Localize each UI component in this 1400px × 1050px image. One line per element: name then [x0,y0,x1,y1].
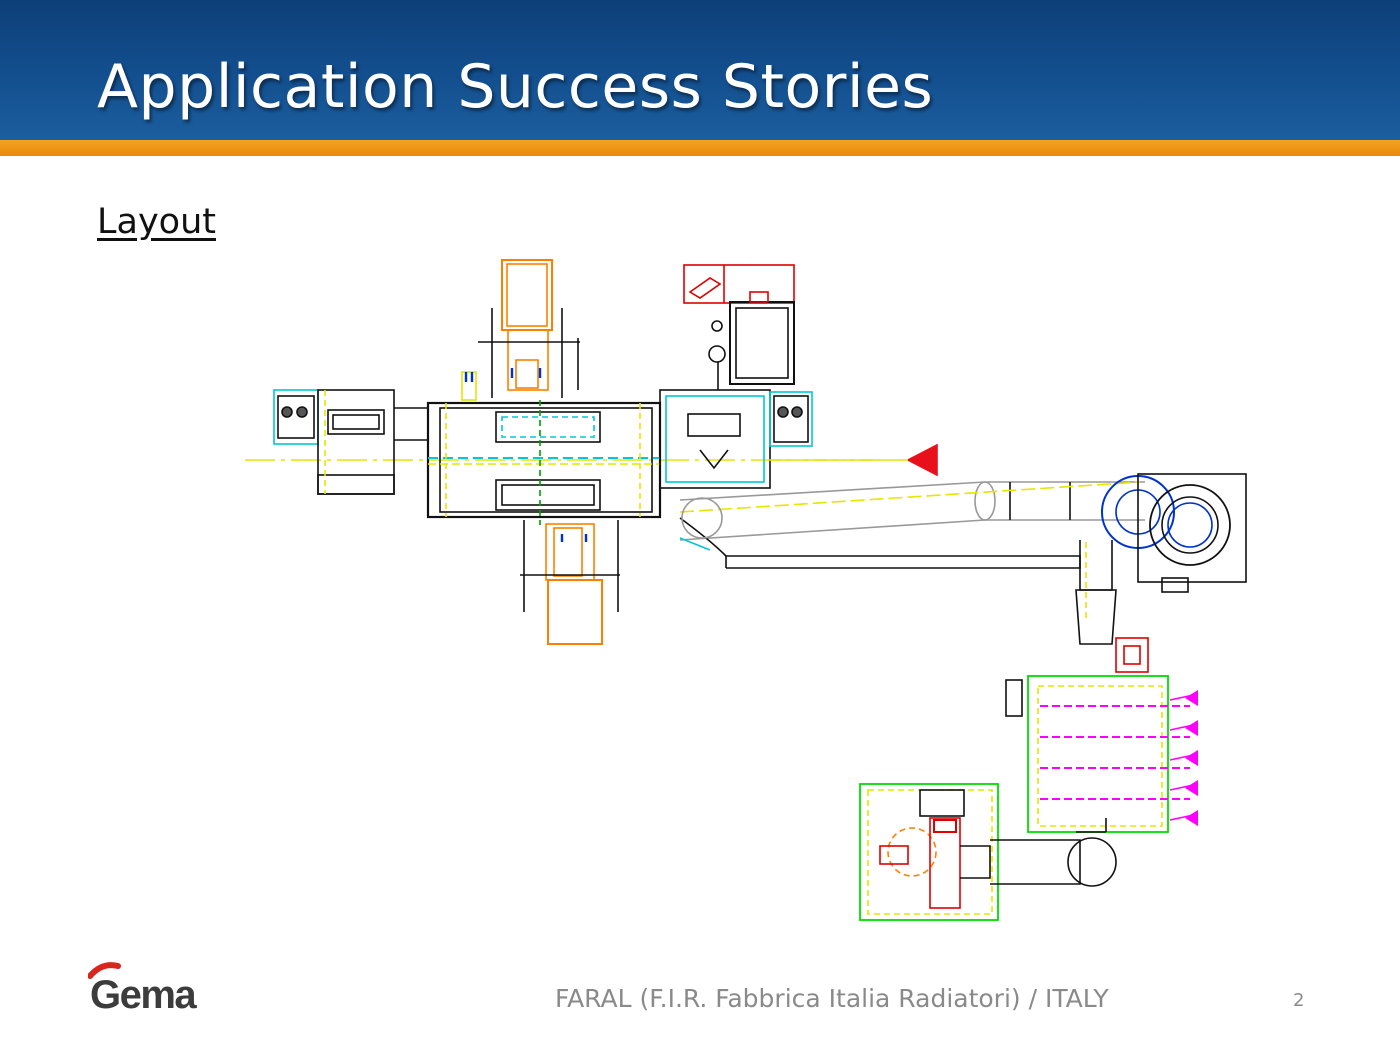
left-filter-unit [273,389,428,495]
page-number: 2 [1293,990,1305,1011]
riser-and-filter [1005,540,1199,833]
bottom-fan-unit [859,783,1117,921]
cad-layout-drawing [245,259,1247,921]
central-tunnel [426,400,662,525]
right-filter-unit [659,389,880,489]
top-right-cabinet [683,264,795,390]
footer-caption: FARAL (F.I.R. Fabbrica Italia Radiatori)… [555,984,1109,1013]
top-spray-unit [461,259,580,401]
red-triangle-arrow-icon [906,443,938,477]
logo-text: Gema [90,973,197,1017]
bottom-spray-unit [520,520,620,645]
cyclone-fan [1085,473,1247,622]
header-bar [0,0,1400,140]
exhaust-duct [679,481,1145,569]
header-accent-stripe [0,140,1400,156]
slide-title: Application Success Stories [97,52,934,122]
section-heading: Layout [97,202,216,242]
gema-logo: Gema [87,962,218,1020]
